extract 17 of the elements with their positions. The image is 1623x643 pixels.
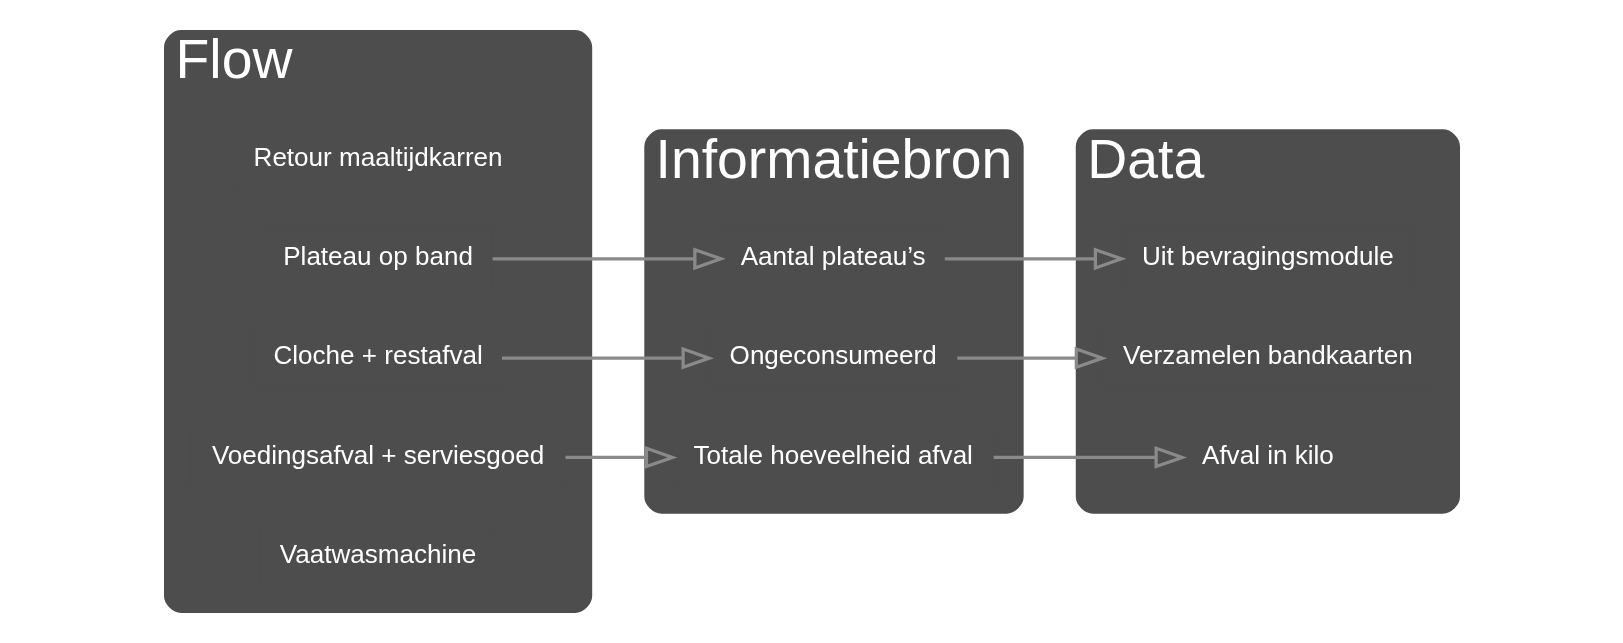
node-text: Uit bevragingsmodule <box>1141 241 1394 271</box>
node-text: Voedingsafval + serviesgoed <box>211 439 544 470</box>
arrow <box>956 346 1107 370</box>
node-text: Afval in kilo <box>1201 439 1334 470</box>
node-text: Verzamelen bandkaarten <box>1122 340 1413 371</box>
arrow <box>501 346 714 370</box>
node-text: Cloche + restafval <box>272 340 483 371</box>
arrow <box>993 446 1187 469</box>
node-text: Vaatwasmachine <box>279 538 476 569</box>
arrow <box>944 247 1126 271</box>
arrow <box>564 446 677 469</box>
arrow <box>492 247 726 271</box>
node-text: Aantal plateau’s <box>740 241 926 271</box>
node-text: Ongeconsumeerd <box>729 340 937 371</box>
node-text: Totale hoeveelheid afval <box>692 439 973 470</box>
node-text: Plateau op band <box>282 241 473 271</box>
node-text: Retour maaltijdkarren <box>253 141 503 172</box>
